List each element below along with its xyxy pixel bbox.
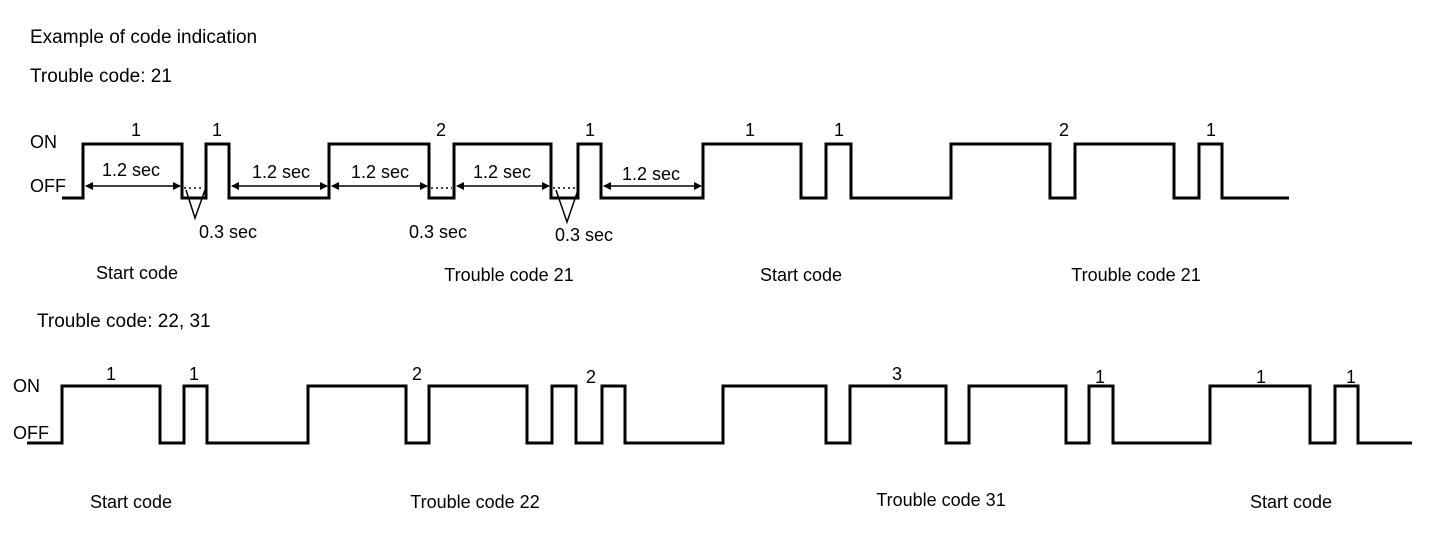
s1-caption-1: Start code — [96, 263, 178, 283]
section1-heading: Trouble code: 21 — [30, 66, 172, 87]
s2-count-6: 1 — [1095, 367, 1105, 387]
section2-on-label: ON — [13, 376, 40, 396]
s2-caption-4: Start code — [1250, 492, 1332, 512]
s2-caption-3: Trouble code 31 — [876, 490, 1005, 510]
s1-count-7: 2 — [1059, 120, 1069, 140]
s2-caption-2: Trouble code 22 — [410, 492, 539, 512]
duration-label-2: 1.2 sec — [252, 162, 310, 182]
s1-caption-4: Trouble code 21 — [1071, 265, 1200, 285]
s2-count-7: 1 — [1256, 367, 1266, 387]
short-gap-pointer-3 — [555, 189, 579, 225]
s1-count-1: 1 — [131, 120, 141, 140]
section2-waveform — [27, 384, 1412, 445]
s1-count-2: 1 — [212, 120, 222, 140]
duration-label-5: 1.2 sec — [622, 164, 680, 184]
s2-caption-1: Start code — [90, 492, 172, 512]
section1-off-label: OFF — [30, 176, 66, 196]
s1-count-5: 1 — [745, 120, 755, 140]
s1-count-3: 2 — [436, 120, 446, 140]
duration-label-1: 1.2 sec — [102, 160, 160, 180]
s1-caption-3: Start code — [760, 265, 842, 285]
diagram-title: Example of code indication — [30, 27, 258, 48]
duration-label-3: 1.2 sec — [351, 162, 409, 182]
duration-label-8: 0.3 sec — [555, 225, 613, 245]
section1-waveform — [62, 142, 1289, 200]
duration-label-4: 1.2 sec — [473, 162, 531, 182]
short-gap-pointer-1 — [185, 189, 206, 221]
s2-count-4: 2 — [586, 367, 596, 387]
s1-count-4: 1 — [585, 120, 595, 140]
s2-count-8: 1 — [1346, 367, 1356, 387]
duration-label-7: 0.3 sec — [409, 222, 467, 242]
s2-count-5: 3 — [892, 364, 902, 384]
section2-heading: Trouble code: 22, 31 — [37, 311, 211, 332]
s1-count-8: 1 — [1206, 120, 1216, 140]
section2-off-label: OFF — [13, 423, 49, 443]
s2-count-2: 1 — [189, 364, 199, 384]
duration-label-6: 0.3 sec — [199, 222, 257, 242]
s1-caption-2: Trouble code 21 — [444, 265, 573, 285]
section1-on-label: ON — [30, 132, 57, 152]
s1-count-6: 1 — [834, 120, 844, 140]
s2-count-1: 1 — [106, 364, 116, 384]
s2-count-3: 2 — [412, 364, 422, 384]
